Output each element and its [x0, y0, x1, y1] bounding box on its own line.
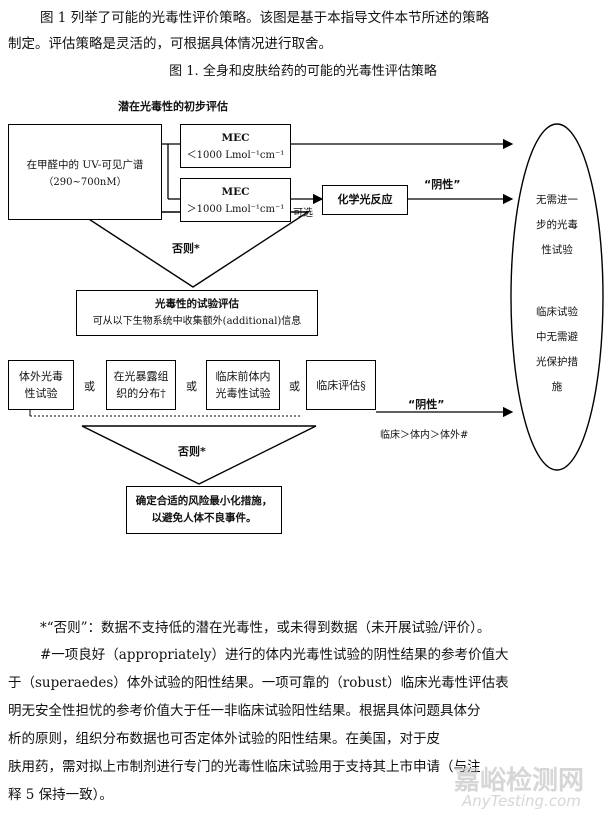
- preclinical-line-1: 临床前体内: [215, 370, 271, 383]
- mec-low-value: ＜1000 Lmol⁻¹cm⁻¹: [186, 150, 285, 161]
- mec-low-label: MEC: [221, 132, 250, 144]
- test-eval-title: 光毒性的试验评估: [155, 298, 239, 310]
- outcome-ellipse: [510, 123, 604, 471]
- in-vitro-box: 体外光毒 性试验: [8, 360, 74, 410]
- figure-caption: 图 1. 全身和皮肤给药的可能的光毒性评估策略: [169, 64, 437, 79]
- note-2-line-1: #一项良好（appropriately）进行的体内光毒性试验的阴性结果的参考价值…: [40, 647, 509, 663]
- or-label-3: 或: [289, 380, 300, 393]
- intro-line-1: 图 1 列举了可能的光毒性评价策略。该图是基于本指导文件本节所述的策略: [40, 10, 490, 26]
- mec-low-box: MEC ＜1000 Lmol⁻¹cm⁻¹: [180, 124, 291, 168]
- funnel-triangle-bottom: [81, 425, 317, 485]
- in-vitro-line-1: 体外光毒: [19, 370, 63, 383]
- intro-line-2: 制定。评估策略是灵活的，可根据具体情况进行取舍。: [8, 36, 332, 52]
- or-label-1: 或: [84, 380, 95, 393]
- negative-label-1: “阴性”: [424, 178, 461, 191]
- ellipse-top-line-3: 性试验: [541, 244, 573, 256]
- negative-label-2: “阴性”: [408, 398, 445, 411]
- optional-label: 可选: [293, 208, 313, 219]
- ellipse-bottom-line-2: 中无需避: [536, 331, 578, 343]
- chem-reaction-box: 化学光反应: [322, 185, 408, 215]
- watermark-cn: 嘉峪检测网: [454, 766, 585, 796]
- risk-line-1: 确定合适的风险最小化措施，: [135, 495, 273, 507]
- risk-line-2: 以避免人体不良事件。: [151, 512, 257, 524]
- clinical-label: 临床评估§: [316, 379, 366, 392]
- mec-high-value: ＞1000 Lmol⁻¹cm⁻¹: [186, 204, 285, 215]
- note-2-line-6: 释 5 保持一致）。: [8, 787, 113, 803]
- ellipse-top-line-2: 步的光毒: [536, 219, 578, 231]
- otherwise-label-2: 否则*: [178, 445, 206, 458]
- test-eval-subtitle: 可从以下生物系统中收集额外(additional)信息: [92, 316, 302, 327]
- ellipse-bottom-line-1: 临床试验: [536, 306, 578, 318]
- note-otherwise: *“否则”：数据不支持低的潜在光毒性，或未得到数据（未开展试验/评价）。: [40, 620, 491, 636]
- tissue-line-2: 织的分布†: [116, 387, 166, 400]
- note-2-line-5: 肤用药，需对拟上市制剂进行专门的光毒性临床试验用于支持其上市申请（与注: [8, 759, 481, 775]
- preclinical-line-2: 光毒性试验: [215, 387, 271, 400]
- note-2-line-2: 于（superaedes）体外试验的阳性结果。一项可靠的（robust）临床光毒…: [8, 675, 509, 691]
- preclinical-box: 临床前体内 光毒性试验: [206, 360, 280, 410]
- in-vitro-line-2: 性试验: [24, 387, 58, 400]
- otherwise-label-1: 否则*: [172, 242, 200, 255]
- chem-reaction-label: 化学光反应: [337, 193, 393, 206]
- uv-box-line-1: 在甲醛中的 UV-可见广谱: [26, 159, 144, 171]
- ellipse-bottom-line-3: 光保护措: [536, 356, 578, 368]
- mec-high-box: MEC ＞1000 Lmol⁻¹cm⁻¹: [180, 178, 291, 222]
- risk-minimization-box: 确定合适的风险最小化措施， 以避免人体不良事件。: [126, 486, 282, 534]
- tissue-distribution-box: 在光暴露组 织的分布†: [106, 360, 176, 410]
- watermark-en: AnyTesting.com: [462, 792, 581, 810]
- test-eval-box: 光毒性的试验评估 可从以下生物系统中收集额外(additional)信息: [76, 290, 318, 336]
- clinical-eval-box: 临床评估§: [306, 360, 376, 410]
- uv-box-line-2: （290~700nM）: [43, 177, 127, 188]
- ellipse-bottom-text: 临床试验 中无需避 光保护措 施: [520, 300, 594, 400]
- ellipse-bottom-line-4: 施: [551, 381, 563, 393]
- priority-label: 临床＞体内＞体外#: [380, 430, 469, 441]
- tissue-line-1: 在光暴露组: [113, 370, 169, 383]
- ellipse-top-line-1: 无需进一: [536, 194, 578, 206]
- mec-high-label: MEC: [221, 186, 250, 198]
- initial-eval-title: 潜在光毒性的初步评估: [118, 100, 228, 113]
- uv-spectrum-box: 在甲醛中的 UV-可见广谱 （290~700nM）: [8, 124, 162, 220]
- or-label-2: 或: [186, 380, 197, 393]
- ellipse-top-text: 无需进一 步的光毒 性试验: [520, 188, 594, 263]
- note-2-line-3: 明无安全性担忧的参考价值大于任一非临床试验阳性结果。根据具体问题具体分: [8, 703, 481, 719]
- note-2-line-4: 析的原则，组织分布数据也可否定体外试验的阳性结果。在美国，对于皮: [8, 731, 440, 747]
